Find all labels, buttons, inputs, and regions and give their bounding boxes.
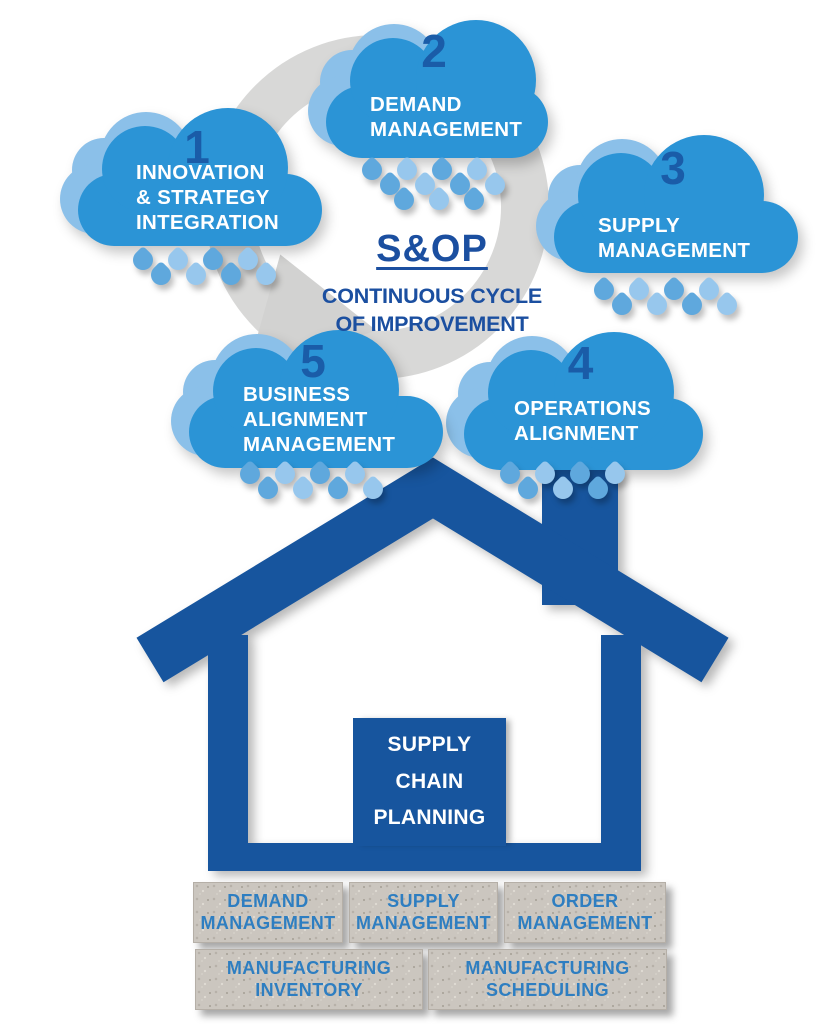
supply-chain-planning-box: SUPPLY CHAIN PLANNING (353, 718, 506, 846)
cloud-label-line: & STRATEGY (136, 186, 270, 209)
foundation-brick-manufacturing-inventory: MANUFACTURING INVENTORY (195, 949, 423, 1010)
brick-label-line: MANAGEMENT (200, 912, 336, 933)
foundation-brick-order-management: ORDER MANAGEMENT (504, 882, 666, 943)
cloud-4-operations: 4 OPERATIONS ALIGNMENT (446, 332, 703, 472)
rain-under-cloud-4 (495, 459, 630, 504)
cloud-label-line: SUPPLY (598, 214, 680, 237)
scp-label-line: CHAIN (395, 769, 464, 793)
cloud-puff-icon (554, 332, 674, 452)
cloud-label-line: INTEGRATION (136, 211, 279, 234)
cloud-1-innovation: 1 INNOVATION & STRATEGY INTEGRATION (60, 108, 322, 248)
brick-label-line: MANUFACTURING (465, 957, 630, 978)
scp-label-line: PLANNING (373, 806, 486, 830)
rain-under-cloud-3 (589, 275, 742, 320)
cloud-label-line: MANAGEMENT (243, 433, 396, 456)
brick-label-line: SUPPLY (387, 890, 460, 911)
cloud-puff-icon (416, 20, 536, 140)
sop-title: S&OP (376, 228, 488, 270)
cloud-label-line: DEMAND (370, 93, 462, 116)
brick-label-line: DEMAND (227, 890, 309, 911)
cloud-5-business: 5 BUSINESS ALIGNMENT MANAGEMENT (171, 330, 443, 470)
foundation-brick-manufacturing-scheduling: MANUFACTURING SCHEDULING (428, 949, 667, 1010)
brick-label-line: MANUFACTURING (226, 957, 392, 978)
cloud-label: SUPPLY MANAGEMENT (598, 213, 750, 263)
cloud-number: 4 (567, 337, 594, 389)
floor-shape (208, 843, 641, 871)
right-wall-shape (601, 635, 641, 845)
cycle-center-heading: S&OP CONTINUOUS CYCLE OF IMPROVEMENT (300, 228, 564, 339)
cycle-subtitle-line: CONTINUOUS CYCLE (321, 284, 543, 308)
foundation-brick-supply-management: SUPPLY MANAGEMENT (349, 882, 498, 943)
scp-label-line: SUPPLY (387, 732, 472, 756)
brick-label-line: MANAGEMENT (356, 912, 491, 933)
cloud-label-line: ALIGNMENT (514, 422, 639, 445)
cloud-number: 3 (660, 142, 686, 194)
brick-label-line: MANAGEMENT (517, 912, 653, 933)
cloud-label: DEMAND MANAGEMENT (370, 92, 522, 142)
cloud-3-supply: 3 SUPPLY MANAGEMENT (536, 135, 798, 275)
brick-label-line: ORDER (551, 890, 619, 911)
cloud-number: 2 (421, 25, 447, 77)
cloud-label-line: OPERATIONS (514, 397, 652, 420)
cloud-label: BUSINESS ALIGNMENT MANAGEMENT (243, 382, 395, 457)
foundation-brick-demand-management: DEMAND MANAGEMENT (193, 882, 343, 943)
brick-label-line: SCHEDULING (485, 979, 609, 1000)
cloud-label-line: BUSINESS (243, 383, 351, 406)
cloud-puff-icon (168, 108, 288, 228)
cloud-label-line: ALIGNMENT (243, 408, 368, 431)
rain-under-cloud-1 (128, 245, 281, 290)
brick-label-line: INVENTORY (255, 979, 363, 1000)
left-wall-shape (208, 635, 248, 845)
cloud-label-line: INNOVATION (136, 161, 265, 184)
cloud-number: 1 (184, 121, 210, 173)
cycle-subtitle-line: OF IMPROVEMENT (335, 312, 529, 337)
cloud-label: INNOVATION & STRATEGY INTEGRATION (136, 160, 279, 235)
rain-under-cloud-2 (357, 155, 510, 215)
cloud-number: 5 (300, 335, 326, 387)
cloud-label: OPERATIONS ALIGNMENT (514, 396, 651, 446)
roof-shape (136, 457, 729, 683)
cloud-2-demand: 2 DEMAND MANAGEMENT (308, 20, 548, 160)
cloud-label-line: MANAGEMENT (598, 239, 751, 262)
cycle-subtitle: CONTINUOUS CYCLE OF IMPROVEMENT (300, 282, 564, 339)
cloud-puff-icon (279, 330, 399, 450)
cloud-puff-icon (644, 135, 764, 255)
cloud-label-line: MANAGEMENT (370, 118, 523, 141)
rain-under-cloud-5 (235, 459, 388, 504)
